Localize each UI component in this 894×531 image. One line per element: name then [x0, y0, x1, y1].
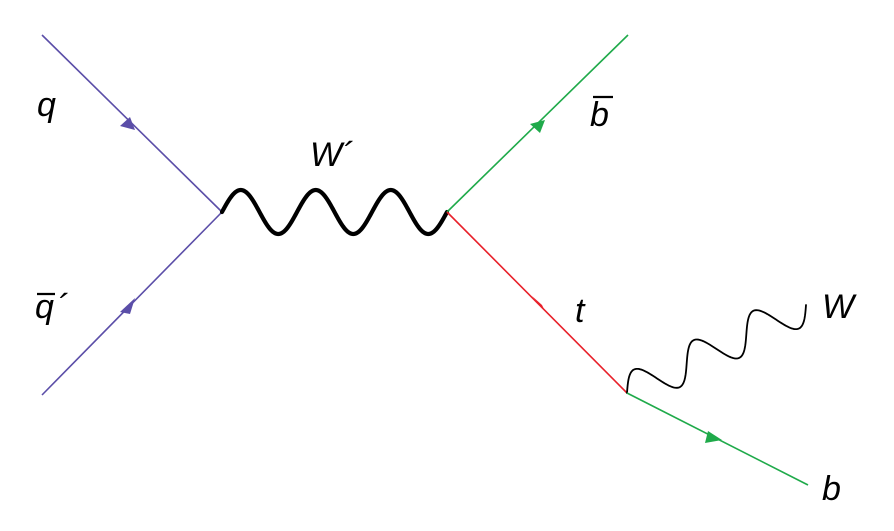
wprime-boson-line — [219, 187, 450, 237]
label-qbar-letter: q — [35, 288, 54, 326]
arrow-q — [120, 117, 135, 130]
prime-mark-qbar: ´ — [57, 288, 68, 326]
label-w: W — [822, 288, 857, 326]
label-bbar-letter: b — [590, 96, 609, 134]
label-qbar-prime: q ´ — [35, 288, 68, 326]
top-quark-line — [446, 211, 628, 394]
arrow-top — [532, 296, 545, 311]
label-t: t — [575, 292, 586, 330]
label-bbar: b — [590, 95, 613, 134]
label-b: b — [822, 470, 841, 508]
arrow-bbar — [530, 120, 545, 133]
label-wprime: W ´ — [310, 136, 353, 174]
arrow-b — [705, 431, 722, 443]
w-boson-line — [626, 304, 807, 394]
prime-mark-wprime: ´ — [342, 136, 353, 174]
label-q: q — [37, 86, 56, 124]
label-wprime-letter: W — [310, 136, 345, 174]
arrow-qbar-prime — [120, 298, 135, 314]
